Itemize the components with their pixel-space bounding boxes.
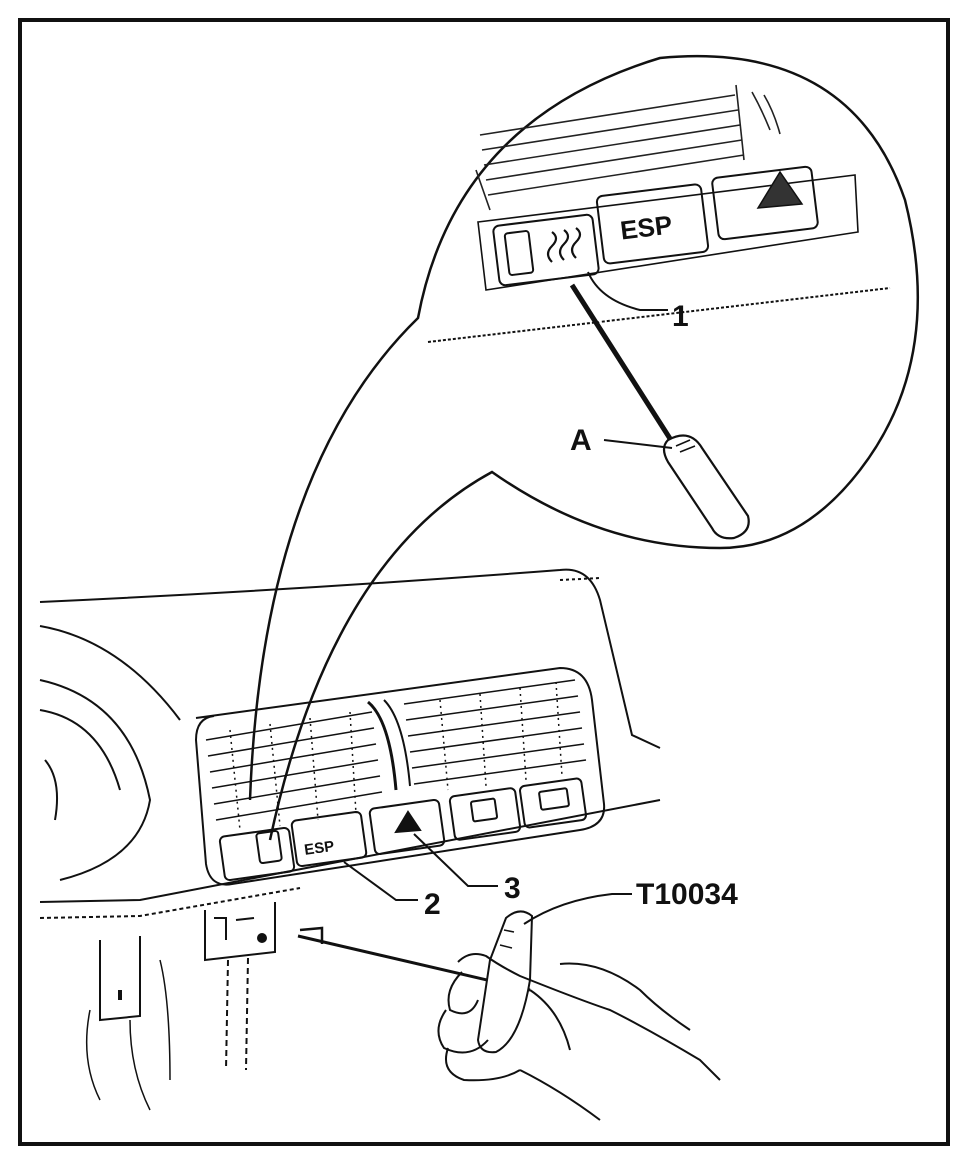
instrument-cluster	[39, 679, 152, 881]
hazard-icon	[394, 810, 422, 834]
hand-with-tool	[297, 910, 721, 1121]
detail-heated-seat-switch	[492, 213, 600, 287]
lower-bracket-center	[204, 902, 276, 962]
magnifier-outline	[248, 54, 920, 841]
detail-hazard-button	[711, 165, 819, 241]
lower-bracket-left	[99, 936, 141, 1022]
callout-a-leader	[603, 439, 673, 449]
hazard-button	[368, 798, 446, 856]
tool-handle	[476, 910, 534, 1054]
vent-left	[205, 711, 383, 831]
callout-3-leader	[413, 833, 498, 887]
callout-3: 3	[504, 872, 521, 905]
callout-1: 1	[672, 300, 689, 333]
tool-callout-leader	[523, 893, 632, 925]
detail-esp-button	[595, 183, 710, 265]
vent-right	[403, 679, 587, 791]
rear-defrost-button	[448, 787, 522, 841]
esp-button-label: ESP	[303, 838, 335, 859]
detail-switch-panel	[427, 165, 891, 343]
callout-2: 2	[424, 888, 441, 921]
hazard-triangle-icon	[756, 170, 804, 209]
esp-button	[290, 810, 368, 868]
detail-magnifier: ESP 1 A	[248, 54, 920, 841]
detail-esp-label: ESP	[619, 209, 674, 245]
switch-row	[218, 777, 587, 882]
callout-2-leader	[343, 861, 418, 901]
heated-seat-switch	[218, 826, 296, 882]
center-vent-housing	[194, 666, 606, 886]
screwdriver-handle	[662, 434, 750, 540]
callout-a: A	[570, 424, 592, 457]
callout-1-leader	[587, 271, 668, 311]
screwdriver-tool	[569, 282, 750, 540]
hand-outline	[457, 953, 721, 1081]
dashboard-top-edge	[39, 568, 661, 749]
tool-code-label: T10034	[636, 878, 738, 911]
heat-wave-icon	[546, 227, 582, 263]
switch-right-button	[519, 777, 587, 829]
diagram-frame	[18, 18, 950, 1146]
detail-vent	[475, 84, 781, 211]
dashboard	[39, 568, 661, 1111]
